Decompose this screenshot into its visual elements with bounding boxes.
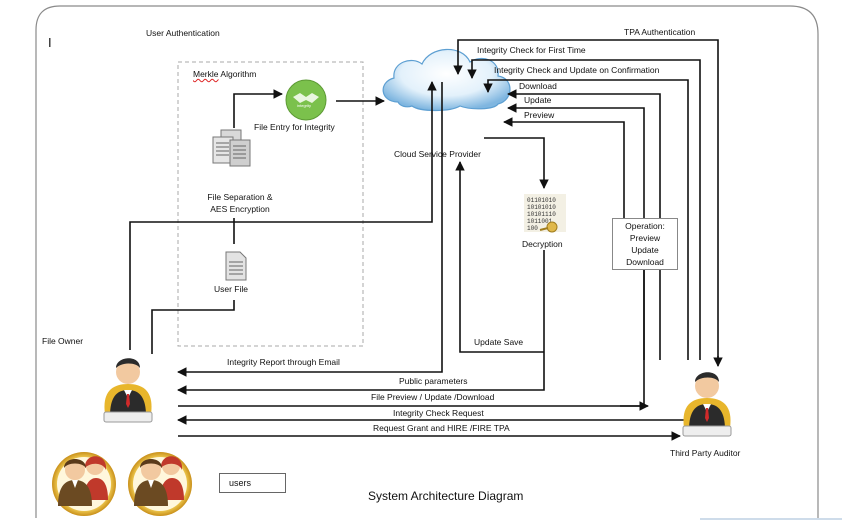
users-label: users xyxy=(229,478,252,488)
cloud-service-provider-label: Cloud Service Provider xyxy=(394,149,481,159)
binary-line: 10101110 xyxy=(527,211,556,218)
binary-line: 10101010 xyxy=(527,204,556,211)
file-separation-label-line1: File Separation & xyxy=(207,192,273,202)
document-icon xyxy=(225,251,247,281)
operation-preview: Preview xyxy=(629,233,661,243)
binary-key-icon: 01101010 10101010 10101110 1011001 100 xyxy=(524,194,566,233)
integrity-check-request-label: Integrity Check Request xyxy=(393,408,484,418)
file-owner-label: File Owner xyxy=(42,336,84,346)
file-entry-label: File Entry for Integrity xyxy=(254,122,335,132)
flow-integrity-report xyxy=(177,82,443,377)
request-grant-label: Request Grant and HIRE /FIRE TPA xyxy=(373,423,510,433)
flow-cloud-to-decryption xyxy=(484,137,549,189)
user-authentication-label: User Authentication xyxy=(146,28,220,38)
flow-owner-to-cloud xyxy=(129,81,437,350)
tpa-authentication-label: TPA Authentication xyxy=(624,27,696,37)
flow-tpa-authentication xyxy=(453,39,719,360)
flow-owner-to-userfile xyxy=(151,300,235,354)
flow-update-save xyxy=(455,161,544,353)
flow-integrity-check-update xyxy=(483,79,689,360)
user-file-label: User File xyxy=(214,284,249,294)
file-separation-label-line2: AES Encryption xyxy=(210,204,270,214)
update-save-label: Update Save xyxy=(474,337,524,347)
integrity-report-label: Integrity Report through Email xyxy=(227,357,340,367)
operation-download: Download xyxy=(626,257,664,267)
businessman-icon xyxy=(103,358,153,423)
merkle-word: Merkle xyxy=(193,69,219,79)
operations-box: Operation: Preview Update Download xyxy=(612,218,678,270)
binary-line: 100 xyxy=(527,225,538,232)
binary-line: 01101010 xyxy=(527,197,556,204)
public-parameters-label: Public parameters xyxy=(399,376,468,386)
file-preview-update-download-label: File Preview / Update /Download xyxy=(371,392,495,402)
integrity-badge-text: integrity xyxy=(297,103,312,108)
operation-update: Update xyxy=(631,245,659,255)
flow-download xyxy=(507,89,661,360)
corner-mark: I xyxy=(48,35,52,50)
cloud-icon xyxy=(382,48,511,112)
businessman-icon xyxy=(682,372,732,437)
update-label: Update xyxy=(524,95,552,105)
users-box: users xyxy=(219,473,286,493)
preview-label: Preview xyxy=(524,110,555,120)
flow-preview xyxy=(503,117,625,218)
diagram-title: System Architecture Diagram xyxy=(368,489,524,503)
flow-public-parameters xyxy=(177,250,545,395)
decryption-label: Decryption xyxy=(522,239,563,249)
operations-title: Operation: xyxy=(625,221,665,231)
users-group-icon xyxy=(52,452,116,516)
integrity-check-first-label: Integrity Check for First Time xyxy=(477,45,586,55)
flow-integrity-check-first xyxy=(467,59,701,360)
integrity-handshake-icon xyxy=(285,79,327,121)
outer-frame xyxy=(35,5,819,518)
download-label: Download xyxy=(519,81,557,91)
user-module-boundary xyxy=(177,61,364,347)
merkle-algorithm-label: Merkle Algorithm xyxy=(193,69,257,79)
flow-separation-to-integrity xyxy=(233,89,283,128)
documents-icon xyxy=(212,129,251,167)
integrity-check-update-label: Integrity Check and Update on Confirmati… xyxy=(494,65,660,75)
third-party-auditor-label: Third Party Auditor xyxy=(670,448,741,458)
users-group-icon xyxy=(128,452,192,516)
binary-line: 1011001 xyxy=(527,218,553,225)
